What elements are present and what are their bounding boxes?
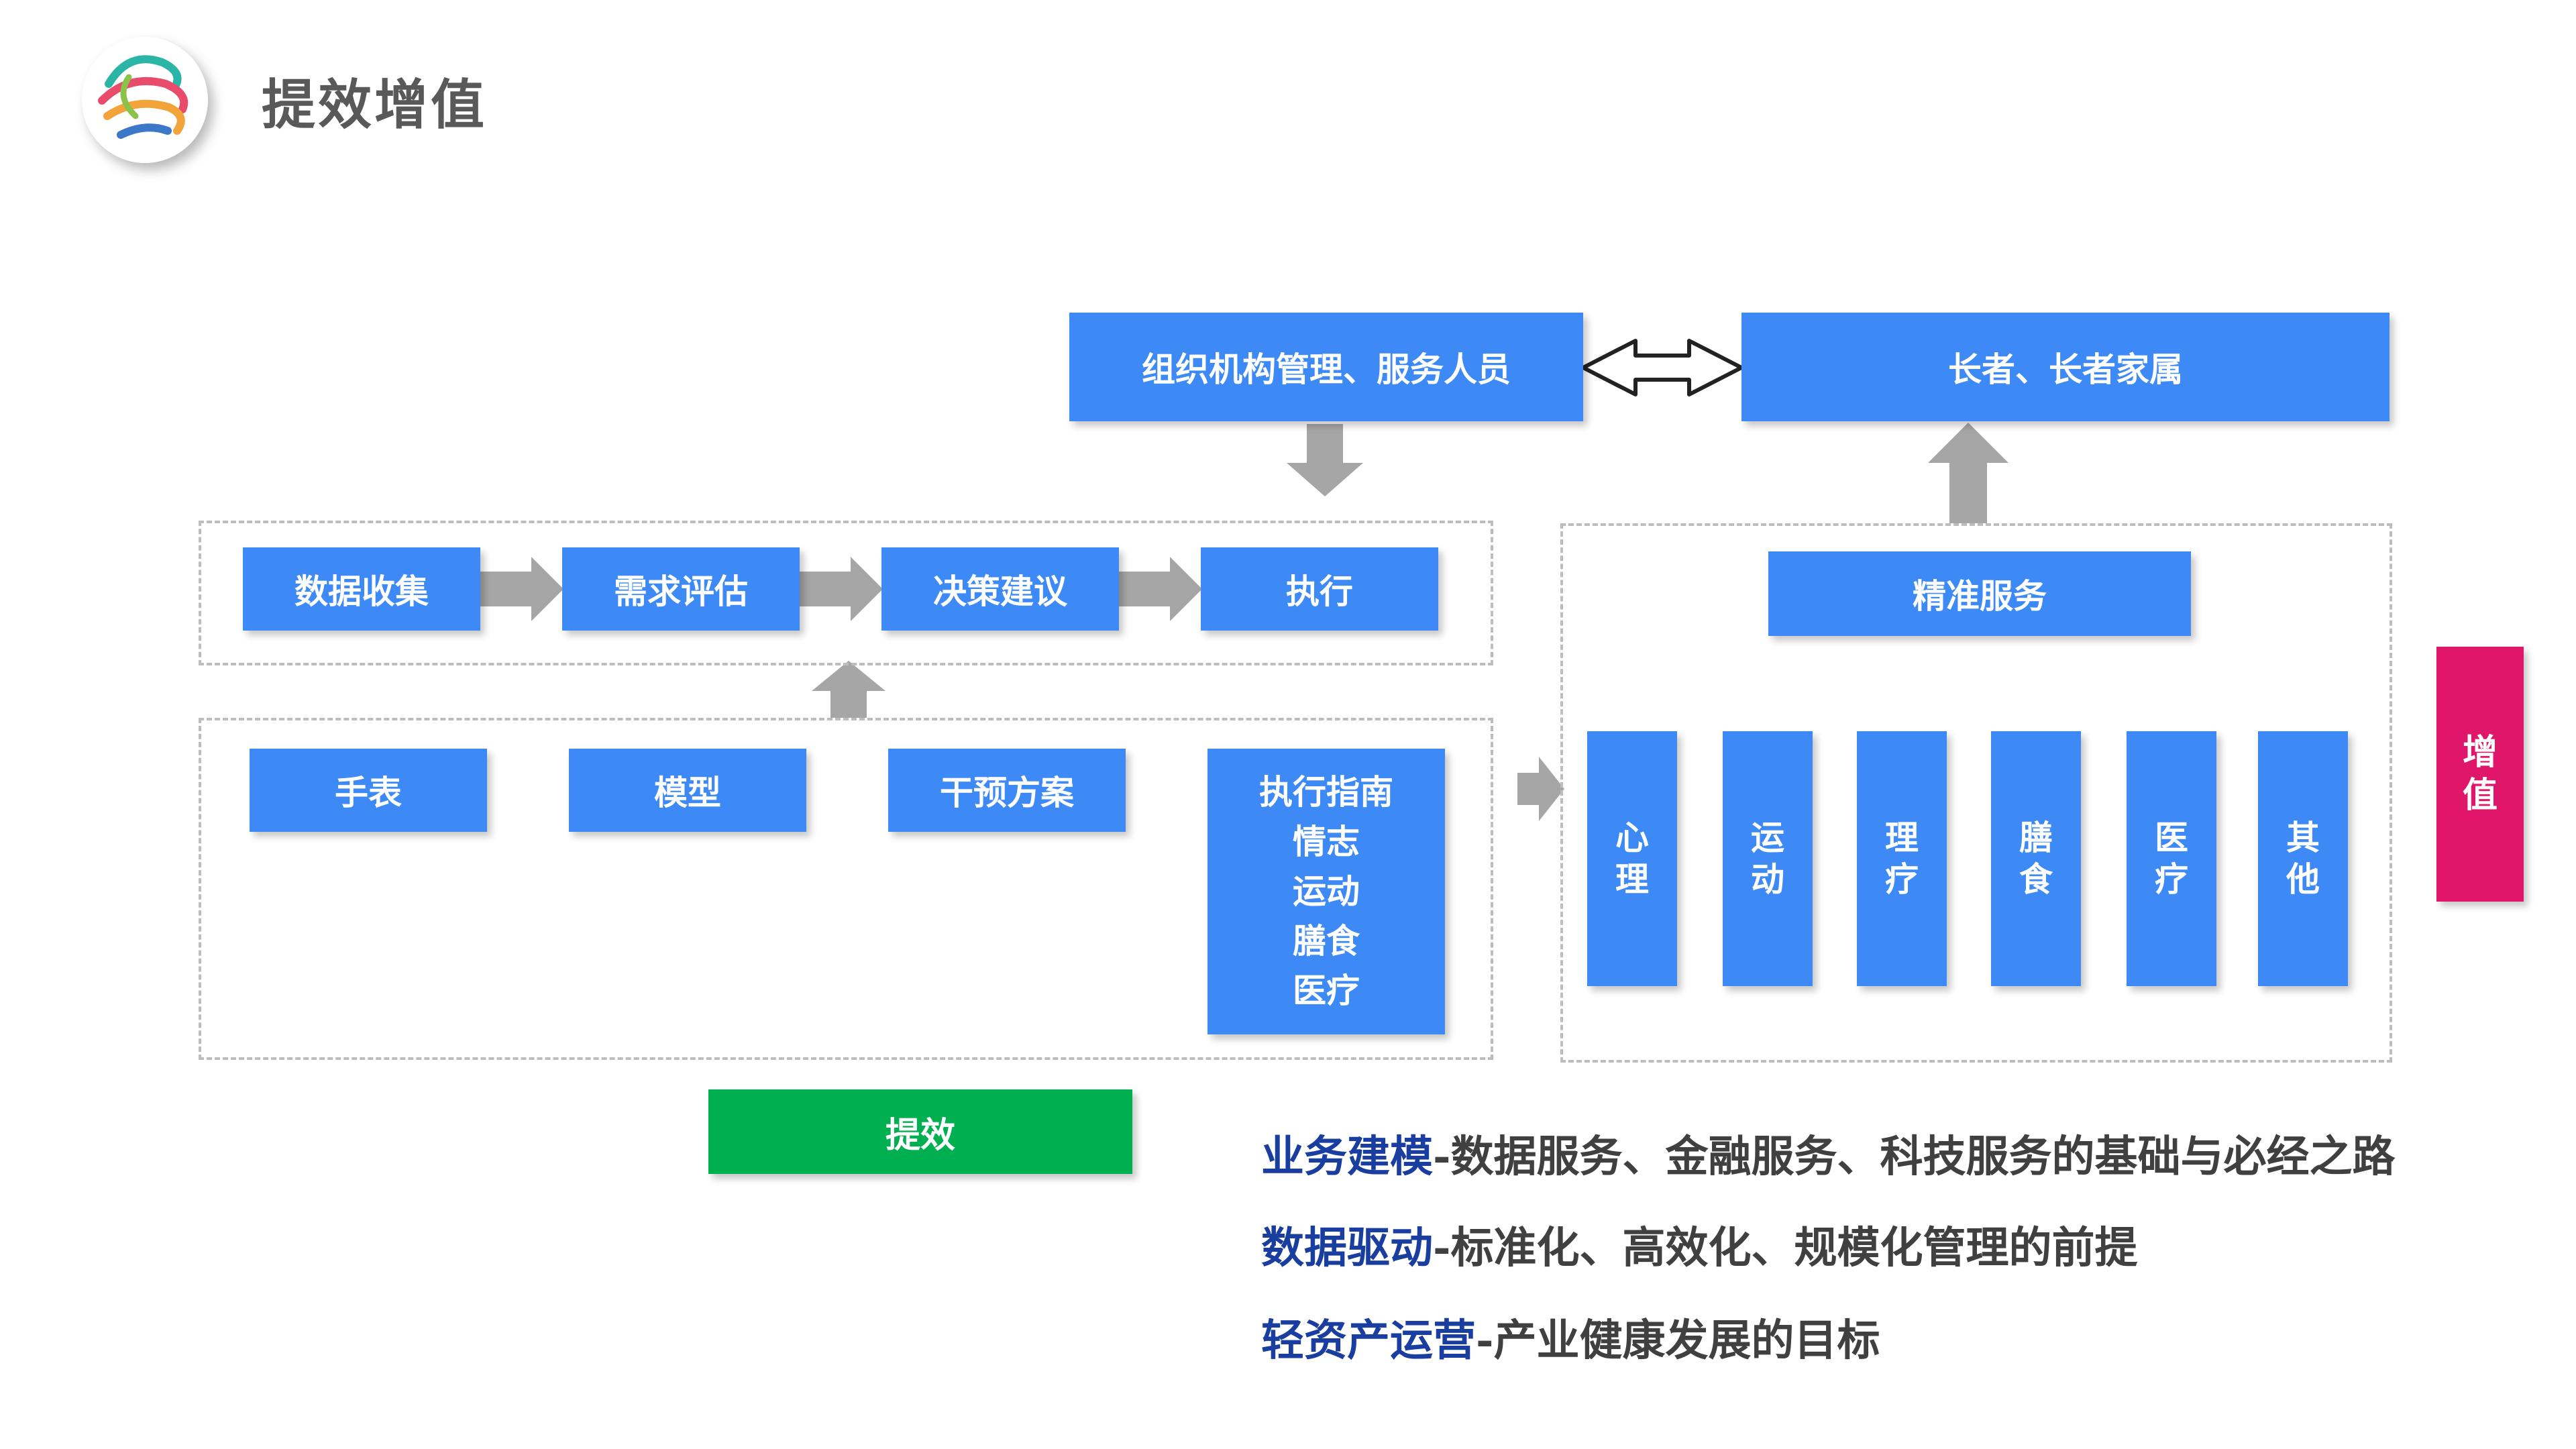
right-arrow-icon (800, 557, 883, 621)
service-exercise: 运动 (1723, 731, 1813, 986)
down-arrow-icon (1287, 424, 1363, 496)
input-model: 模型 (569, 749, 806, 832)
process-step-execution: 执行 (1201, 547, 1438, 631)
guide-line: 运动 (1293, 872, 1360, 911)
up-arrow-icon (812, 661, 885, 718)
input-intervention-plan: 干预方案 (888, 749, 1126, 832)
service-other: 其他 (2258, 731, 2348, 986)
note-data-driven: 数据驱动-标准化、高效化、规模化管理的前提 (1261, 1212, 2138, 1285)
process-region (199, 521, 1493, 665)
execution-guide-box: 执行指南 情志 运动 膳食 医疗 (1208, 749, 1445, 1034)
guide-line: 情志 (1293, 822, 1360, 861)
right-arrow-icon (1517, 757, 1564, 821)
note-key: 数据驱动 (1261, 1223, 1433, 1273)
right-arrow-icon (1119, 557, 1202, 621)
guide-line: 医疗 (1293, 971, 1360, 1010)
precision-service-box: 精准服务 (1768, 551, 2191, 636)
note-business-modeling: 业务建模-数据服务、金融服务、科技服务的基础与必经之路 (1261, 1120, 2396, 1194)
service-diet: 膳食 (1991, 731, 2081, 986)
input-watch: 手表 (250, 749, 487, 832)
note-key: 业务建模 (1261, 1132, 1433, 1182)
note-text: -产业健康发展的目标 (1476, 1316, 1880, 1366)
guide-line: 膳食 (1293, 922, 1360, 961)
elder-family-box: 长者、长者家属 (1741, 313, 2390, 421)
note-asset-light: 轻资产运营-产业健康发展的目标 (1261, 1304, 1880, 1378)
process-step-decision-advice: 决策建议 (881, 547, 1119, 631)
guide-line: 执行指南 (1259, 773, 1393, 812)
service-therapy: 理疗 (1857, 731, 1947, 986)
right-arrow-icon (480, 557, 564, 621)
process-step-needs-assessment: 需求评估 (562, 547, 800, 631)
process-step-data-collection: 数据收集 (243, 547, 480, 631)
up-arrow-icon (1928, 423, 2008, 523)
service-psychology: 心理 (1587, 731, 1677, 986)
double-arrow-icon (1581, 339, 1743, 396)
org-staff-box: 组织机构管理、服务人员 (1069, 313, 1583, 421)
logo (82, 37, 208, 163)
value-add-box: 增值 (2436, 647, 2524, 902)
efficiency-box: 提效 (708, 1089, 1132, 1174)
note-text: -数据服务、金融服务、科技服务的基础与必经之路 (1433, 1132, 2396, 1182)
note-key: 轻资产运营 (1261, 1316, 1476, 1366)
note-text: -标准化、高效化、规模化管理的前提 (1433, 1223, 2138, 1273)
page-title: 提效增值 (262, 73, 487, 136)
spiral-logo-icon (98, 55, 189, 139)
services-region (1560, 523, 2392, 1063)
input-region (199, 718, 1493, 1060)
service-medical: 医疗 (2127, 731, 2216, 986)
